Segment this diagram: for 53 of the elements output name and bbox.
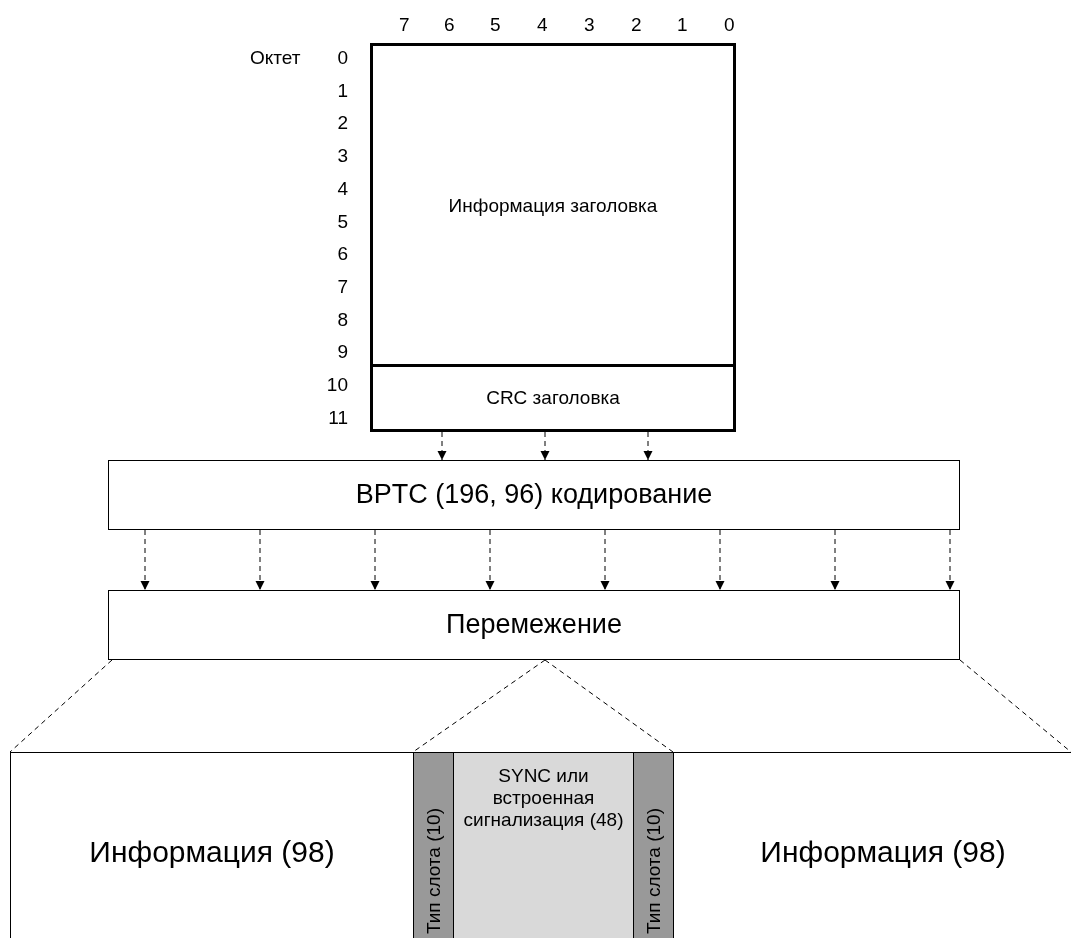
octet-number: 5 [337,210,348,233]
bit-number: 1 [677,14,688,36]
octet-number: 3 [337,145,348,168]
octet-number: 0 [337,47,348,69]
arrow [370,529,380,591]
octet-number: 2 [337,112,348,135]
field-label: Информация заголовка [448,195,658,217]
bit-number: 5 [490,14,501,36]
octet-number: 7 [337,275,348,298]
arrow [830,529,840,591]
projection-line [9,659,113,753]
bit-number: 3 [584,14,595,36]
arrow [945,529,955,591]
bit-number: 7 [399,14,410,36]
arrow [485,529,495,591]
burst-field [413,752,454,938]
field-label: Информация (98) [760,835,1006,870]
arrow [540,431,550,461]
octet-number: 6 [337,243,348,266]
arrow [437,431,447,461]
octet-number: 10 [326,374,348,396]
field-label: CRC заголовка [486,387,620,409]
burst-field [453,752,634,938]
octet-number: 9 [337,341,348,364]
header-field [370,43,736,366]
projection-line [544,659,674,753]
arrow [140,529,150,591]
arrow [715,529,725,591]
bit-number: 4 [537,14,548,36]
axis-title: Октет [250,47,301,69]
projection-line [412,659,546,753]
octet-number: 11 [328,406,348,429]
burst-field [10,752,414,938]
field-label: Тип слота (10) [642,807,665,934]
octet-number: 4 [337,177,348,200]
burst-field [633,752,674,938]
field-label: SYNC или встроенная сигнализация (48) [462,765,625,831]
octet-number: 1 [337,79,348,102]
bit-number: 6 [444,14,455,36]
crc-field [370,364,736,432]
field-label: Перемежение [446,609,622,641]
bit-number: 2 [631,14,642,36]
arrow [643,431,653,461]
arrow [255,529,265,591]
field-label: Информация (98) [89,835,335,870]
arrow [600,529,610,591]
field-label: BPTC (196, 96) кодирование [355,479,713,511]
field-label: Тип слота (10) [422,807,445,934]
projection-line [959,659,1071,753]
process-box [108,590,960,660]
process-box [108,460,960,530]
bit-number: 0 [724,14,735,36]
octet-number: 8 [337,308,348,331]
